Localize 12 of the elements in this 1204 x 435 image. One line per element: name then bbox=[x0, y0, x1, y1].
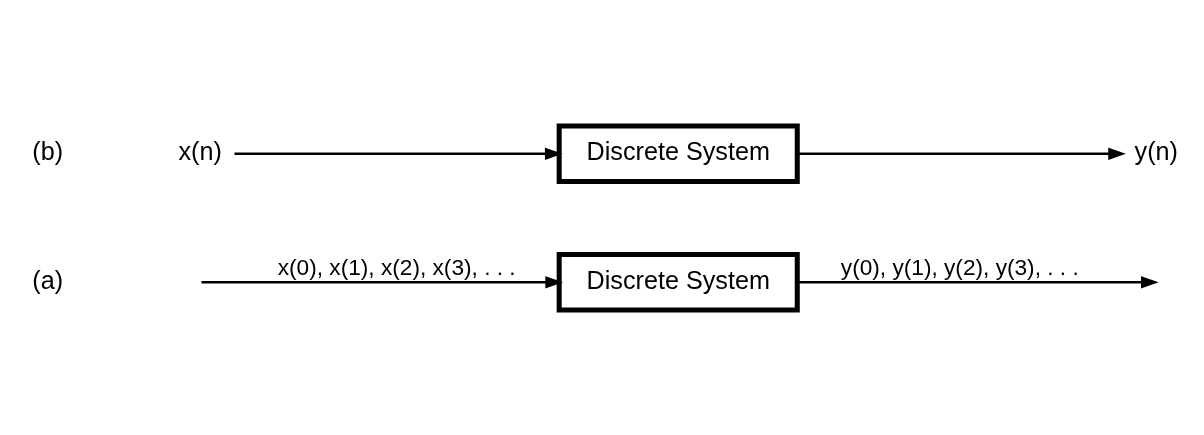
edge-label: y(0), y(1), y(2), y(3), . . . bbox=[840, 253, 1079, 280]
arrow bbox=[234, 147, 563, 160]
label: (a) bbox=[32, 265, 64, 294]
node-text: y(n) bbox=[1134, 136, 1178, 165]
node-box: Discrete System bbox=[556, 123, 800, 184]
arrow bbox=[201, 275, 563, 288]
edge-label: x(0), x(1), x(2), x(3), . . . bbox=[277, 253, 516, 280]
node-text: x(n) bbox=[178, 136, 222, 165]
label: (b) bbox=[32, 136, 64, 165]
arrow bbox=[797, 147, 1126, 160]
arrow bbox=[797, 275, 1159, 288]
node-box: Discrete System bbox=[556, 251, 800, 312]
